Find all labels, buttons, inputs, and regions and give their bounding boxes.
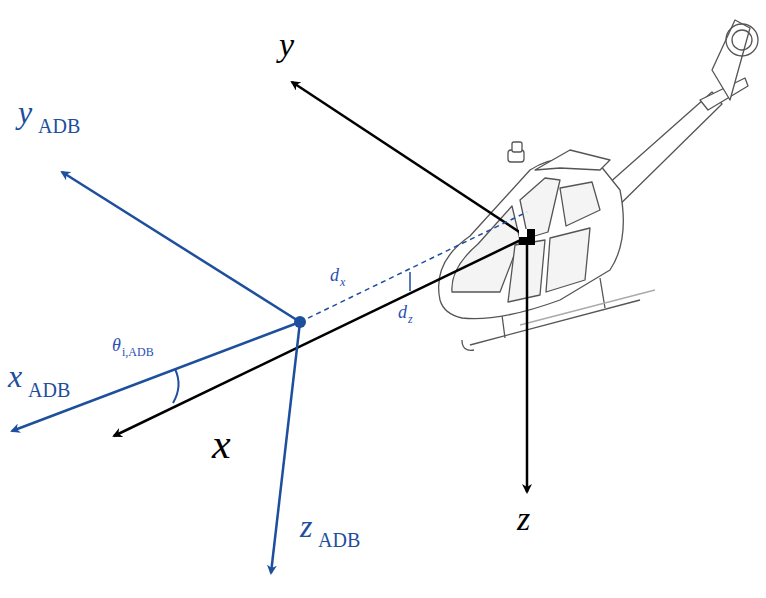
axis-subscript: ADB xyxy=(28,380,70,400)
offset-label: d xyxy=(398,303,407,321)
body-frame-axes xyxy=(114,82,527,492)
axis-label: y xyxy=(279,28,294,62)
axis-subscript: ADB xyxy=(38,116,80,136)
axis-subscript: ADB xyxy=(318,530,360,550)
axis-label: x xyxy=(212,423,231,465)
body-origin xyxy=(519,229,535,245)
adb-frame-axes xyxy=(12,172,527,573)
offset-subscript: x xyxy=(340,276,345,288)
angle-label: θ xyxy=(112,336,121,354)
body-origin xyxy=(519,229,527,237)
offset-label: d xyxy=(330,266,339,284)
offset-subscript: z xyxy=(408,313,413,325)
axis-label: x xyxy=(8,360,22,392)
axis-label: y xyxy=(18,96,32,128)
axis-label: z xyxy=(517,502,530,536)
angle-subscript: i,ADB xyxy=(122,346,154,358)
adb-origin xyxy=(294,316,306,328)
axis-label: z xyxy=(300,510,312,542)
helicopter-drawing xyxy=(439,20,758,350)
